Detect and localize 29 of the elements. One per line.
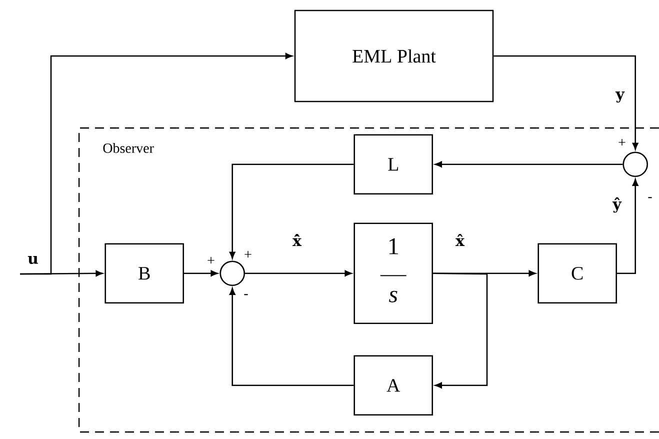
arrow	[494, 55, 638, 150]
frame-heading: Observer	[103, 143, 154, 153]
block-box: B	[104, 243, 184, 304]
block-box: EML Plant	[294, 10, 494, 102]
arrow	[229, 164, 354, 259]
edge-label: x̂̇	[292, 234, 302, 246]
block-box: C	[538, 243, 617, 304]
block-box: A	[354, 355, 433, 416]
summing-junction	[220, 260, 245, 286]
sign-label: +	[244, 251, 252, 258]
arrow	[184, 270, 218, 276]
block-box: L	[354, 134, 433, 194]
block-box: 1 s	[354, 222, 433, 324]
arrow	[434, 161, 623, 168]
edge-label: y	[615, 91, 625, 103]
arrow	[229, 288, 354, 386]
sign-label: -	[244, 294, 248, 296]
edge-label: u	[28, 256, 38, 264]
arrow	[617, 178, 638, 274]
observer-frame	[78, 127, 659, 433]
sign-label: +	[618, 139, 626, 146]
sign-label: +	[208, 257, 214, 264]
arrow	[245, 270, 352, 276]
arrow	[433, 272, 488, 388]
edge-label: x̂	[456, 234, 465, 246]
sign-label: -	[648, 197, 652, 198]
summing-junction	[622, 152, 648, 177]
edge-label: ŷ	[612, 197, 622, 213]
arrow	[20, 53, 292, 275]
